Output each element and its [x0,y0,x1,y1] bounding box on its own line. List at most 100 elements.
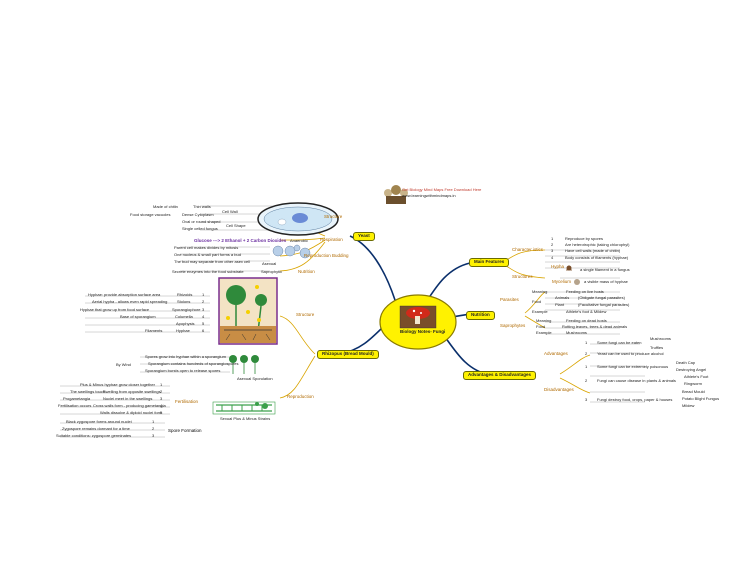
spore-formation-header: Spore Formation [168,428,202,433]
sexual-strains-header: Sexual Plus & Minus Strains [220,416,271,421]
mycelium-header: Mycelium [552,279,572,284]
char-n-3: 3 [551,248,554,253]
rhizopus-part-4-desc: Base of sporangium [120,314,156,319]
char-n-2: 2 [551,242,554,247]
fert-5-extra: Walls dissolve & diploid nuclei form [100,410,163,415]
branch-main-features[interactable]: Main Features [469,258,510,267]
rhizopus-part-2-name: Stolons [177,299,191,304]
disadvantages-header: Disadvantages [544,387,574,392]
yeast-struct-4-right: Single celled fungus [182,226,218,231]
disadv-1-item-2: Destroying Angel [676,367,707,372]
logo-line-1: Get Biology Mind Maps Free Download Here [402,187,482,192]
yeast-repro-3: The bud may separate from other asex cel… [174,259,251,264]
char-n-4: 4 [551,255,554,260]
char-n-1: 1 [551,236,554,241]
char-4: Body consists of filaments (hyphae) [565,255,629,260]
branch-yeast[interactable]: Yeast [353,232,375,241]
yeast-struct-2-left: Food storage vacuoles [130,212,171,217]
sap-food: Rotting leaves, trees & dead animals [562,324,628,329]
yeast-struct-2-right: Dense Cytoplasm [182,212,214,217]
adv-1-item-1: Mushrooms [650,336,671,341]
sap-example-label: Example [536,330,552,335]
spore-2-num: 2 [152,426,155,431]
fert-1-num: 1 [160,382,163,387]
rhizopus-part-1-desc: Hyphae: provide absorption surface area [88,292,161,297]
adv-1-item-2: Truffles [650,345,664,350]
branch-advantages-disadvantages[interactable]: Advantages & Disadvantages [463,371,537,380]
yeast-struct-1-right: Thin walls [193,204,211,209]
sap-meaning-label: Meaning [536,318,552,323]
yeast-nutrition-desc: Secrete enzymes into the food substrate [172,269,244,274]
rhizopus-part-4-name: Columella [175,314,193,319]
rhizopus-structure-header: Structure [296,312,315,317]
fert-5-num: 5 [160,410,163,415]
disadv-n-2: 2 [585,378,588,383]
rhizopus-part-2-desc: Aerial hypha - allows even rapid spreadi… [92,299,168,304]
fert-1-text: Plus & Minus hyphae grow closer together [80,382,155,387]
rhizopus-structure-illustration [218,277,278,345]
parasites-header: Parasites [500,297,519,302]
rhizopus-part-1-num: 1 [202,292,205,297]
sexual-reproduction-illustration [212,401,276,415]
parasites-plant: (Facultative fungal parasites) [578,302,630,307]
disadv-n-3: 3 [585,397,588,402]
spore-1-num: 1 [152,419,155,424]
logo-line-2: www.learningwithmindmaps.in [402,193,456,198]
disadv-2-item-1: Athlete's Foot [684,374,709,379]
asexual-step-3: Sporangium bursts open to release spores [145,368,221,373]
disadv-2: Fungi can cause disease in plants & anim… [597,378,676,383]
yeast-structure-header: Structure [324,214,343,219]
rhizopus-part-3-desc: Hyphae that grow up from food surface [80,307,150,312]
fert-2-extra: Swelling from opposite swellings [103,389,161,394]
structures-header: Structures [512,274,533,279]
asexual-step-1: Spores grow into hyphae within a sporang… [145,354,226,359]
yeast-cell-illustration [257,202,339,236]
rhizopus-reproduction-header: Reproduction [287,394,314,399]
branch-nutrition[interactable]: Nutrition [466,311,495,320]
yeast-struct-1-left: Made of chitin [153,204,178,209]
parasites-plant-label: Plant [555,302,565,307]
disadv-1: Some fungi can be extremely poisonous [597,364,669,369]
parasites-meaning-label: Meaning [532,289,548,294]
spore-3-num: 3 [152,433,155,438]
rhizopus-part-5-num: 5 [202,321,205,326]
yeast-nutrition-type: Saprophytic [261,269,283,274]
fert-4-text: Fertilisation occurs [58,403,92,408]
central-node[interactable] [379,294,457,350]
asexual-by-wind: By Wind [116,362,131,367]
asexual-sporulation-header: Asexual Sporulation [237,376,273,381]
hypha-header: Hypha [551,264,565,269]
rhizopus-part-2-num: 2 [202,299,205,304]
fertilisation-header: Fertilisation [175,399,199,404]
fert-2-text: The swellings touch [70,389,106,394]
fert-4-extra: Cross walls form - producing gametangia [93,403,166,408]
disadv-3-item-1: Bread Mould [682,389,705,394]
yeast-asexual-label: Asexual [262,261,277,266]
yeast-reproduction-header: Reproduction Budding [304,253,349,258]
yeast-repro-1: Parent cell makes divides by mitosis [174,245,239,250]
fert-3-num: 3 [160,396,163,401]
rhizopus-part-3-name: Sporangiophore [172,307,201,312]
hypha-desc: a single filament in a fungus [580,267,630,272]
parasites-food-label: Food [532,299,542,304]
advantages-header: Advantages [544,351,568,356]
yeast-cell-wall-label: Cell Wall [222,209,238,214]
branch-rhizopus[interactable]: Rhizopus (Bread Mould) [317,350,379,359]
rhizopus-part-6-name: Hyphae [176,328,190,333]
adv-1: Some fungi can be eaten [597,340,642,345]
yeast-nutrition-header: Nutrition [298,269,315,274]
adv-n-2: 2 [585,351,588,356]
spore-1-text: Black zygospore forms around nuclei [66,419,132,424]
asexual-step-2: Sporangium contains hundreds of sporangi… [148,361,239,366]
char-2: Are heterotrophic (taking chlorophyl) [565,242,630,247]
yeast-cell-shape-label: Cell Shape [226,223,246,228]
spore-3-text: Suitable conditions: zygospore germinate… [56,433,132,438]
spore-2-text: Zygospore remains dormant for a time [62,426,130,431]
char-3: Have cell walls (made of chitin) [565,248,621,253]
site-logo [384,185,408,204]
yeast-equation: Glucose ---> 2 Ethanol + 2 Carbon Dioxid… [194,238,287,243]
parasites-animals: (Obligate fungal parasites) [578,295,625,300]
rhizopus-part-1-name: Rhizoids [177,292,193,297]
sap-example: Mushrooms [566,330,587,335]
yeast-repro-2: One nucleus & small part forms a bud [174,252,241,257]
